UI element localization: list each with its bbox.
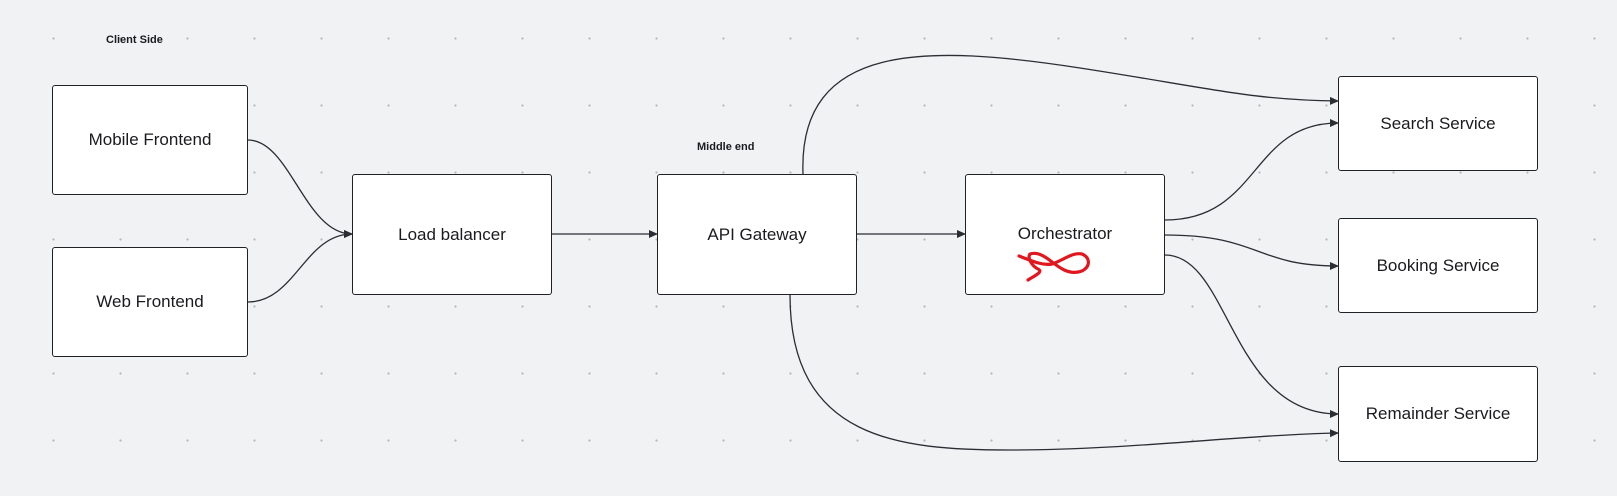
node-booking-service[interactable]: Booking Service — [1338, 218, 1538, 313]
node-orchestrator-label: Orchestrator — [1017, 224, 1113, 243]
node-web-frontend[interactable]: Web Frontend — [52, 247, 248, 357]
node-web-frontend-label: Web Frontend — [96, 292, 204, 311]
edge-orchestrator-to-search[interactable] — [1164, 119, 1339, 221]
edge-web-to-loadbalancer[interactable] — [247, 230, 353, 303]
group-label-client-side: Client Side — [106, 34, 163, 46]
node-load-balancer-label: Load balancer — [398, 224, 506, 244]
node-api-gateway-label: API Gateway — [707, 224, 807, 244]
node-orchestrator[interactable]: Orchestrator — [965, 174, 1165, 295]
node-remainder-service-label: Remainder Service — [1365, 404, 1511, 423]
edge-apigateway-to-search[interactable] — [802, 54, 1339, 175]
group-label-middle-end: Middle end — [697, 141, 755, 153]
node-mobile-frontend[interactable]: Mobile Frontend — [52, 85, 248, 195]
edge-apigateway-to-remainder[interactable] — [789, 294, 1339, 451]
red-scribble-annotation[interactable] — [1012, 244, 1092, 286]
node-api-gateway[interactable]: API Gateway — [657, 174, 857, 295]
node-search-service-label: Search Service — [1380, 113, 1496, 133]
edge-mobile-to-loadbalancer[interactable] — [247, 139, 353, 238]
node-booking-service-label: Booking Service — [1376, 255, 1500, 275]
node-search-service[interactable]: Search Service — [1338, 76, 1538, 171]
node-remainder-service[interactable]: Remainder Service — [1338, 366, 1538, 462]
edge-orchestrator-to-remainder[interactable] — [1164, 254, 1339, 418]
node-mobile-frontend-label: Mobile Frontend — [88, 130, 212, 149]
edge-orchestrator-to-booking[interactable] — [1164, 234, 1339, 270]
node-load-balancer[interactable]: Load balancer — [352, 174, 552, 295]
